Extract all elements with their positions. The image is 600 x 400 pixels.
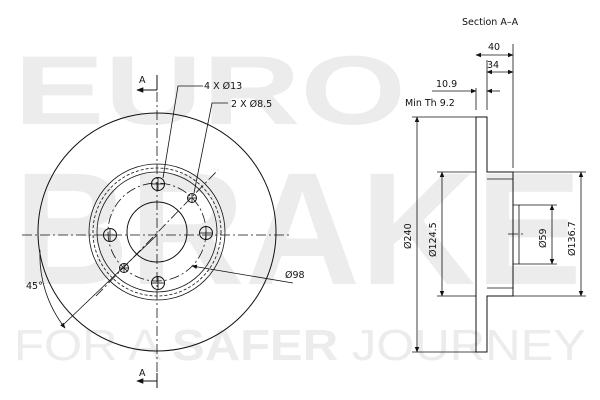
dim-disc-thickness: 10.9 <box>432 79 500 94</box>
centreline-diagonal <box>95 169 219 297</box>
extension-lines <box>412 44 586 353</box>
bolt-hole-bottom <box>151 276 165 290</box>
dim-hat-diameter: Ø136.7 <box>567 171 584 297</box>
disc-thickness-label: 10.9 <box>436 79 457 90</box>
tagline-part-c: JOURNEY <box>338 321 586 370</box>
hole-centre-marks <box>104 178 212 289</box>
friction-inner-diameter-label: Ø124.5 <box>428 222 439 257</box>
dim-overall-height: 40 <box>475 42 514 58</box>
bolt-hole-right <box>199 226 213 240</box>
dim-friction-inner-diameter: Ø124.5 <box>428 171 445 297</box>
bore-step <box>513 204 520 265</box>
holes-large-label: 4 X Ø13 <box>204 81 242 92</box>
callout-large-holes: 4 X Ø13 <box>162 81 242 179</box>
overall-height-label: 40 <box>488 42 500 53</box>
front-view: A A 4 X Ø13 2 X Ø8.5 Ø98 45° <box>22 75 305 388</box>
hat-diameter-label: Ø136.7 <box>567 221 578 256</box>
section-view: Section A–A 40 34 <box>403 17 586 353</box>
angle-dimension: 45° <box>26 249 66 329</box>
angle-label: 45° <box>26 281 43 292</box>
outer-diameter-label: Ø240 <box>403 223 414 249</box>
centre-bore-label: Ø59 <box>538 228 549 248</box>
dim-centre-bore: Ø59 <box>538 204 555 265</box>
section-marker-bottom-label: A <box>139 368 146 379</box>
holes-small-label: 2 X Ø8.5 <box>231 99 272 110</box>
angle-reference-line <box>63 234 158 325</box>
callout-small-holes: 2 X Ø8.5 <box>193 99 272 194</box>
section-title: Section A–A <box>462 17 519 28</box>
tagline-part-b: SAFER <box>172 321 338 370</box>
watermark-tagline: FOR A SAFER JOURNEY <box>14 321 586 370</box>
section-marker-top-label: A <box>139 75 146 86</box>
section-marker-bottom: A <box>136 368 158 388</box>
dim-hat-height: 34 <box>486 60 514 75</box>
dim-outer-diameter: Ø240 <box>403 116 420 353</box>
pcd-label: Ø98 <box>285 270 305 281</box>
watermark-euro: EURO <box>14 35 406 145</box>
watermark-brake: BRAKE <box>14 139 582 318</box>
hat-height-label: 34 <box>487 60 499 71</box>
tagline-part-a: FOR A <box>14 321 172 370</box>
small-hole-upper <box>187 193 197 203</box>
min-thickness-label: Min Th 9.2 <box>405 98 455 109</box>
bolt-hole-top <box>151 177 165 191</box>
pcd-dimension: Ø98 <box>191 264 305 284</box>
small-hole-lower <box>119 263 129 273</box>
section-marker-top: A <box>136 75 158 93</box>
